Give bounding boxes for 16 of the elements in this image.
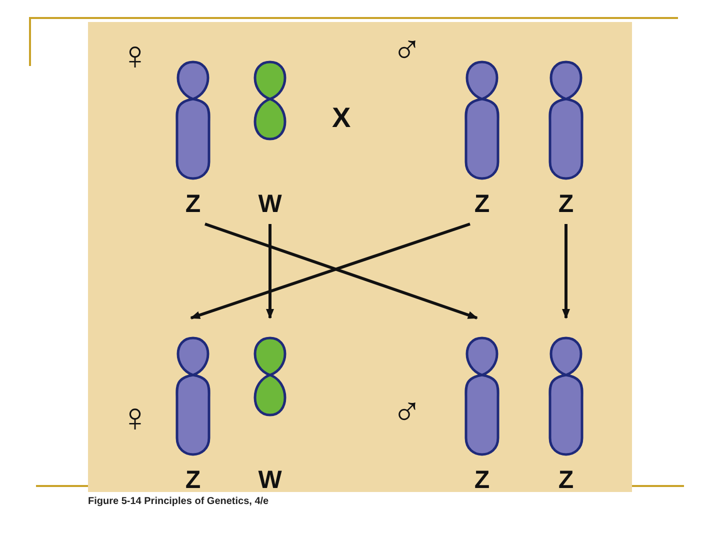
cross-sign: X [332,104,351,132]
arrow [562,224,570,319]
male-symbol: ♂ [392,392,422,432]
arrow [266,224,274,319]
chromosome-label: Z [473,466,491,494]
male-symbol: ♂ [392,30,422,70]
female-symbol: ♀ [120,398,150,438]
chromosome-label: Z [184,466,202,494]
figure-caption: Figure 5-14 Principles of Genetics, 4/e [88,496,269,507]
female-symbol: ♀ [120,36,150,76]
chromosome-label: W [257,466,283,494]
chromosome-label: Z [557,466,575,494]
chromosome-label: Z [473,190,491,218]
chromosome-label: Z [184,190,202,218]
chromosome-label: Z [557,190,575,218]
chromosome-label: W [257,190,283,218]
